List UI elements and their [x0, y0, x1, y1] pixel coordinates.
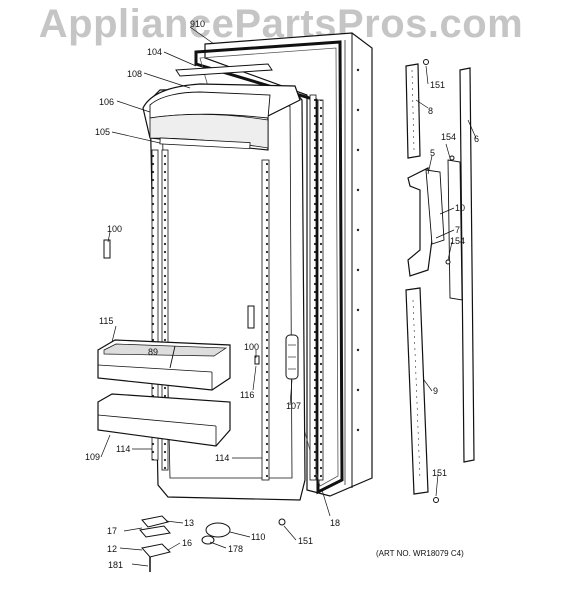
handle-mount: [285, 334, 299, 380]
callout-labels: 910 104 108 106 105 100 115 89 100 116 1…: [85, 19, 479, 570]
callout-151-b: 151: [432, 468, 447, 478]
callout-leaders: [100, 26, 477, 567]
callout-114-b: 114: [215, 453, 229, 463]
door-screw-holes: [356, 68, 360, 432]
hinge-parts: [139, 515, 231, 572]
door-bin-lower: [97, 393, 231, 447]
callout-910: 910: [190, 19, 205, 29]
callout-109: 109: [85, 452, 100, 462]
callout-154-a: 154: [441, 132, 456, 142]
callout-105: 105: [95, 127, 110, 137]
callout-7: 7: [455, 225, 460, 235]
callout-89: 89: [148, 347, 158, 357]
callout-104: 104: [147, 47, 162, 57]
shelf-clip: [103, 239, 260, 365]
screws: [278, 59, 455, 526]
callout-151-c: 151: [298, 536, 313, 546]
callout-181: 181: [108, 560, 123, 570]
door-bin-upper: [97, 339, 231, 391]
art-number: (ART NO. WR18079 C4): [376, 549, 464, 558]
callout-154-b: 154: [450, 236, 465, 246]
callout-116: 116: [240, 390, 254, 400]
callout-9: 9: [433, 386, 438, 396]
top-trim-strip: [175, 63, 273, 77]
callout-8: 8: [428, 106, 433, 116]
callout-114-a: 114: [116, 444, 130, 454]
callout-6: 6: [474, 134, 479, 144]
callout-18: 18: [330, 518, 340, 528]
callout-178: 178: [228, 544, 243, 554]
handle-bracket: [407, 167, 445, 277]
callout-100: 100: [107, 224, 122, 234]
dairy-compartment-cover: [142, 83, 301, 151]
callout-5: 5: [430, 148, 435, 158]
handle-trim-upper: [405, 63, 421, 159]
callout-151-a: 151: [430, 80, 445, 90]
callout-115: 115: [99, 316, 113, 326]
callout-10: 10: [455, 203, 465, 213]
door-handle: [447, 67, 475, 463]
callout-108: 108: [127, 69, 142, 79]
callout-16: 16: [182, 538, 192, 548]
callout-12: 12: [107, 544, 117, 554]
handle-trim-lower: [405, 287, 429, 495]
callout-107: 107: [286, 401, 301, 411]
callout-17: 17: [107, 526, 117, 536]
callout-106: 106: [99, 97, 114, 107]
callout-100-b: 100: [244, 342, 259, 352]
callout-110: 110: [251, 532, 265, 542]
callout-13: 13: [184, 518, 194, 528]
